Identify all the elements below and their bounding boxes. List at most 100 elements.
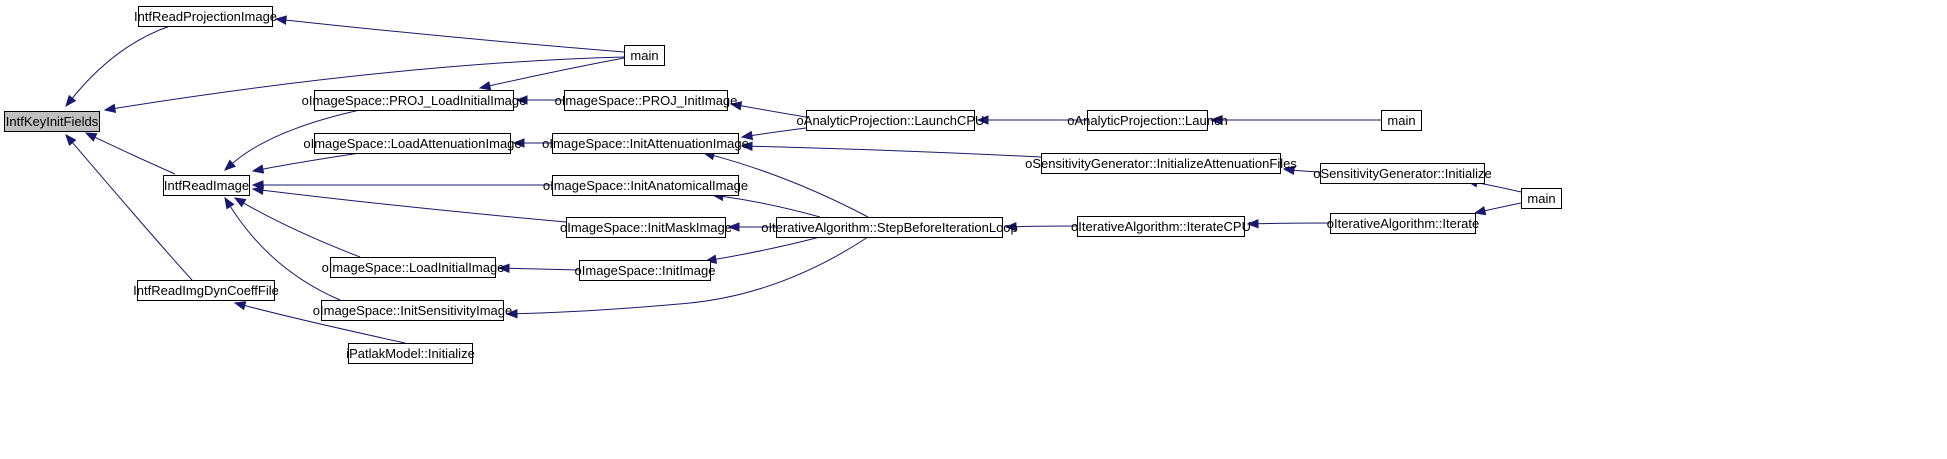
call-graph-edges [65,15,1522,344]
edge-main-to-oiterativealgorithm-iterate [1473,202,1522,216]
node-label: oImageSpace::LoadInitialImage [322,260,505,275]
node-intfreadimgdyncoefffile[interactable]: IntfReadImgDynCoeffFile [133,280,279,301]
node-box[interactable] [579,260,711,281]
node-box[interactable] [564,90,728,111]
node-box[interactable] [1320,163,1485,184]
node-box[interactable] [330,257,496,278]
node-intfkeyinitfields[interactable]: IntfKeyInitFields [4,111,100,132]
node-label: main [1527,191,1555,206]
edge-oimagespace-loadinitialimage-to-intfreadimage [233,197,361,258]
node-label: main [630,48,658,63]
node-label: oImageSpace::InitAttenuationImage [542,136,749,151]
node-box[interactable] [314,90,514,111]
edge-line [112,56,625,110]
node-intfreadimage[interactable]: IntfReadImage [163,175,250,196]
node-box[interactable] [552,175,739,196]
node-box[interactable] [776,217,1003,238]
node-label: IntfKeyInitFields [6,114,99,129]
node-label: oAnalyticProjection::Launch [1067,113,1227,128]
node-box[interactable] [566,217,726,238]
node-oimagespace-initanatomicalimage[interactable]: oImageSpace::InitAnatomicalImage [543,175,748,196]
node-label: oImageSpace::InitMaskImage [560,220,732,235]
edge-line [70,25,171,101]
node-label: oIterativeAlgorithm::StepBeforeIteration… [761,220,1018,235]
edge-arrowhead [65,133,77,147]
edge-line [93,135,176,175]
edge-arrowhead [729,101,743,111]
node-box[interactable] [137,280,275,301]
edge-line [230,109,361,166]
node-label: iPatlakModel::Initialize [346,346,475,361]
edge-arrowhead [740,141,753,152]
node-oimagespace-proj-initimage[interactable]: oImageSpace::PROJ_InitImage [555,90,738,111]
node-box[interactable] [806,110,975,131]
node-label: oImageSpace::LoadAttenuationImage [303,136,521,151]
edge-line [260,152,361,170]
node-box[interactable] [1330,213,1476,234]
edge-arrowhead [727,222,740,232]
edge-oimagespace-loadattenuationimage-to-intfreadimage [251,152,361,174]
edge-intfreadimgdyncoefffile-to-intfkeyinitfields [65,133,193,281]
edge-arrowhead [251,185,264,195]
node-oimagespace-initsensitivityimage[interactable]: oImageSpace::InitSensitivityImage [313,300,512,321]
edge-oiterativealgorithm-stepbeforeiterationloop-to-oimagespace-initmaskimage [727,222,777,232]
edge-line [242,304,406,344]
edge-line [514,236,869,315]
edge-arrowhead [1473,206,1487,216]
edge-line [738,104,807,118]
edge-arrowhead [740,130,754,141]
node-oimagespace-proj-loadinitialimage[interactable]: oImageSpace::PROJ_LoadInitialImage [302,90,527,111]
node-intfreadprojectionimage[interactable]: IntfReadProjectionImage [134,6,277,27]
node-label: IntfReadImgDynCoeffFile [133,283,279,298]
node-label: oImageSpace::PROJ_LoadInitialImage [302,93,527,108]
node-box[interactable] [348,343,473,364]
node-oanalyticprojection-launchcpu[interactable]: oAnalyticProjection::LaunchCPU [797,110,985,131]
edge-line [228,204,341,301]
node-label: oImageSpace::PROJ_InitImage [555,93,738,108]
node-box[interactable] [163,175,250,196]
edge-osensitivitygenerator-initializeattenuationfiles-to-oimagespace-initattenuationimage [740,141,1042,158]
node-box[interactable] [4,111,100,132]
edge-arrowhead [1004,221,1017,232]
node-oimagespace-initimage[interactable]: oImageSpace::InitImage [575,260,716,281]
edge-arrowhead [512,138,525,148]
node-box[interactable] [314,133,511,154]
edge-line [260,189,567,223]
node-oiterativealgorithm-stepbeforeiterationloop[interactable]: oIterativeAlgorithm::StepBeforeIteration… [761,217,1018,238]
node-box[interactable] [1041,153,1281,174]
node-box[interactable] [1077,216,1245,237]
node-box[interactable] [138,6,273,27]
edge-line [749,127,807,137]
edge-oanalyticprojection-launchcpu-to-oimagespace-initattenuationimage [740,127,807,141]
node-osensitivitygenerator-initializeattenuationfiles[interactable]: oSensitivityGenerator::InitializeAttenua… [1025,153,1297,174]
node-ipatlakmodel-initialize[interactable]: iPatlakModel::Initialize [346,343,475,364]
node-oimagespace-initmaskimage[interactable]: oImageSpace::InitMaskImage [560,217,732,238]
edge-oiterativealgorithm-iteratecpu-to-oiterativealgorithm-stepbeforeiterationloop [1004,221,1078,232]
node-oiterativealgorithm-iterate[interactable]: oIterativeAlgorithm::Iterate [1327,213,1479,234]
edge-arrowhead [233,301,247,311]
node-main[interactable]: main [1521,188,1562,209]
edge-arrowhead [1246,219,1259,229]
node-oimagespace-loadinitialimage[interactable]: oImageSpace::LoadInitialImage [322,257,505,278]
node-box[interactable] [1087,110,1208,131]
node-oimagespace-loadattenuationimage[interactable]: oImageSpace::LoadAttenuationImage [303,133,522,154]
node-box[interactable] [624,45,665,66]
edge-oiterativealgorithm-stepbeforeiterationloop-to-oimagespace-initanatomicalimage [711,191,821,218]
edge-arrowhead [65,94,77,108]
node-box[interactable] [1381,110,1422,131]
node-box[interactable] [552,133,739,154]
node-box[interactable] [1521,188,1562,209]
node-oiterativealgorithm-iteratecpu[interactable]: oIterativeAlgorithm::IterateCPU [1071,216,1251,237]
node-oanalyticprojection-launch[interactable]: oAnalyticProjection::Launch [1067,110,1228,131]
edge-ipatlakmodel-initialize-to-intfreadimgdyncoefffile [233,301,406,344]
node-label: oAnalyticProjection::LaunchCPU [797,113,985,128]
node-oimagespace-initattenuationimage[interactable]: oImageSpace::InitAttenuationImage [542,133,749,154]
edge-intfreadimage-to-intfkeyinitfields [84,132,176,175]
edge-line [70,140,193,281]
edge-arrowhead [515,95,528,105]
edge-arrowhead [478,81,492,91]
node-main[interactable]: main [1381,110,1422,131]
node-box[interactable] [321,300,504,321]
node-main[interactable]: main [624,45,665,66]
node-osensitivitygenerator-initialize[interactable]: oSensitivityGenerator::Initialize [1313,163,1492,184]
